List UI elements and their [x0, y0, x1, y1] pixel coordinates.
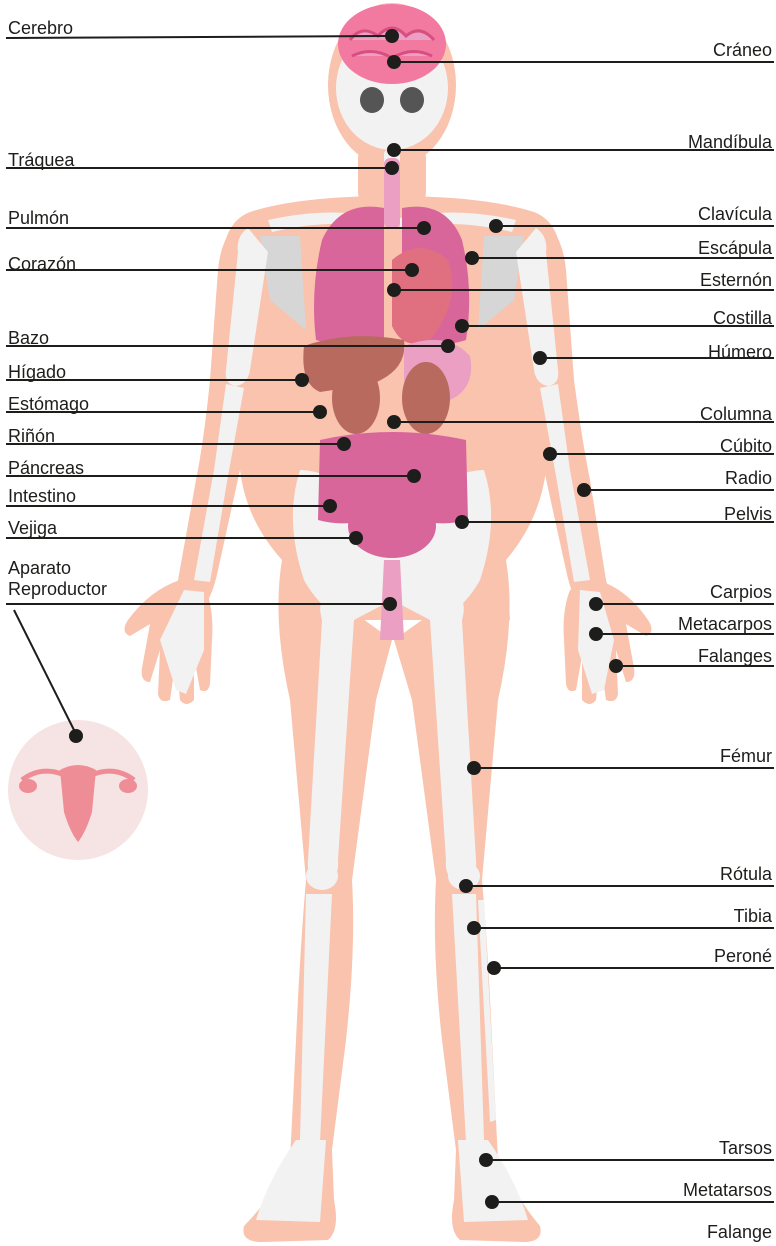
label-rotula: Rótula [720, 864, 773, 884]
dot-corazon [405, 263, 419, 277]
dot-cubito [543, 447, 557, 461]
label-radio: Radio [725, 468, 772, 488]
dot-metatarsos [485, 1195, 499, 1209]
dot-traquea [385, 161, 399, 175]
dot-esternon [387, 283, 401, 297]
foot-left [256, 1140, 326, 1222]
kidney-right [402, 362, 450, 434]
dot-rinon [337, 437, 351, 451]
label-costilla: Costilla [713, 308, 773, 328]
dot-carpios [589, 597, 603, 611]
dot-radio [577, 483, 591, 497]
leader-inset [14, 610, 76, 734]
dot-higado [295, 373, 309, 387]
label-falange: Falange [707, 1222, 772, 1242]
label-esternon: Esternón [700, 270, 772, 290]
eye-socket-right [400, 87, 424, 113]
label-pancreas: Páncreas [8, 458, 84, 478]
dot-perone [487, 961, 501, 975]
label-columna: Columna [700, 404, 773, 424]
dot-aparato [383, 597, 397, 611]
kidney-left [332, 362, 380, 434]
label-metatarsos: Metatarsos [683, 1180, 772, 1200]
label-perone: Peroné [714, 946, 772, 966]
dot-metacarpos [589, 627, 603, 641]
label-pelvis: Pelvis [724, 504, 772, 524]
dot-escapula [465, 251, 479, 265]
label-escapula: Escápula [698, 238, 773, 258]
label-mandibula: Mandíbula [688, 132, 773, 152]
label-bazo: Bazo [8, 328, 49, 348]
label-estomago: Estómago [8, 394, 89, 414]
label-traquea: Tráquea [8, 150, 75, 170]
label-aparato-line2: Reproductor [8, 579, 107, 599]
dot-intestino [323, 499, 337, 513]
dot-bazo [441, 339, 455, 353]
dot-femur [467, 761, 481, 775]
dot-falanges [609, 659, 623, 673]
foot-right [458, 1140, 528, 1222]
dot-mandibula [387, 143, 401, 157]
label-higado: Hígado [8, 362, 66, 382]
dot-tarsos [479, 1153, 493, 1167]
patella-left [306, 862, 338, 890]
ovary-right [119, 779, 137, 793]
label-carpios: Carpios [710, 582, 772, 602]
dot-columna [387, 415, 401, 429]
dot-estomago [313, 405, 327, 419]
label-metacarpos: Metacarpos [678, 614, 772, 634]
dot-clavicula [489, 219, 503, 233]
dot-humero [533, 351, 547, 365]
dot-cerebro [385, 29, 399, 43]
label-intestino: Intestino [8, 486, 76, 506]
dot-pulmon [417, 221, 431, 235]
brain [338, 4, 446, 84]
ovary-left [19, 779, 37, 793]
label-pulmon: Pulmón [8, 208, 69, 228]
label-craneo: Cráneo [713, 40, 772, 60]
dot-rotula [459, 879, 473, 893]
label-tarsos: Tarsos [719, 1138, 772, 1158]
dot-tibia [467, 921, 481, 935]
dot-craneo [387, 55, 401, 69]
dot-costilla [455, 319, 469, 333]
dot-vejiga [349, 531, 363, 545]
label-cubito: Cúbito [720, 436, 772, 456]
label-falanges: Falanges [698, 646, 772, 666]
label-cerebro: Cerebro [8, 18, 73, 38]
label-rinon: Riñón [8, 426, 55, 446]
dot-pancreas [407, 469, 421, 483]
label-clavicula: Clavícula [698, 204, 773, 224]
label-aparato: Aparato [8, 558, 71, 578]
label-femur: Fémur [720, 746, 772, 766]
bladder [348, 494, 436, 558]
label-tibia: Tibia [734, 906, 773, 926]
dot-pelvis [455, 515, 469, 529]
dot-inset [69, 729, 83, 743]
eye-socket-left [360, 87, 384, 113]
label-corazon: Corazón [8, 254, 76, 274]
label-humero: Húmero [708, 342, 772, 362]
label-vejiga: Vejiga [8, 518, 58, 538]
